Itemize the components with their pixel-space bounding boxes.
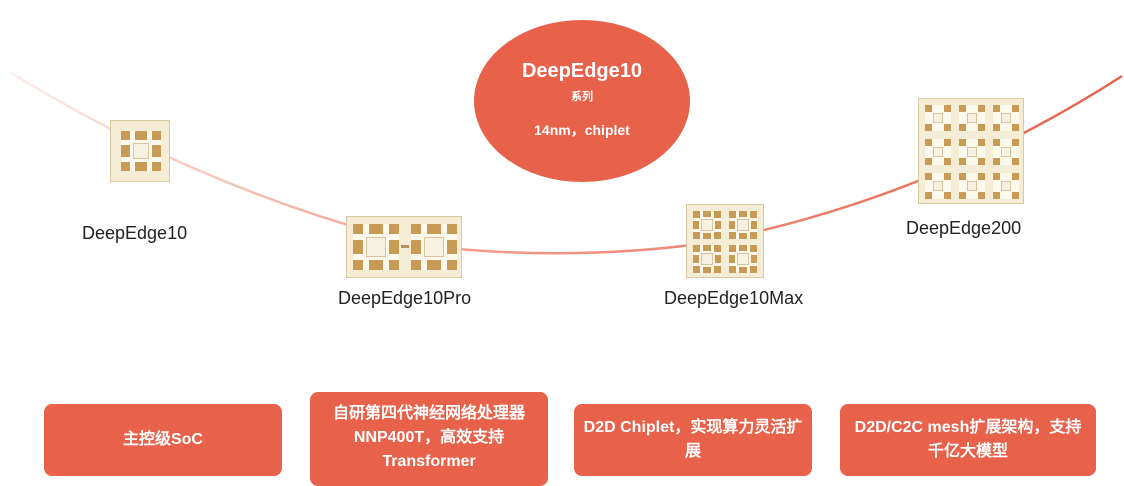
product-label-deepedge10pro: DeepEdge10Pro bbox=[338, 288, 472, 308]
feature-box-nnp: 自研第四代神经网络处理器NNP400T，高效支持Transformer bbox=[310, 392, 548, 486]
product-label-deepedge10max: DeepEdge10Max bbox=[664, 288, 804, 308]
feature-box-chiplet: D2D Chiplet，实现算力灵活扩展 bbox=[574, 404, 812, 476]
product-label-deepedge10: DeepEdge10 bbox=[82, 223, 188, 243]
series-subtitle: 系列 bbox=[571, 91, 593, 103]
feature-box-mesh: D2D/C2C mesh扩展架构，支持千亿大模型 bbox=[840, 404, 1096, 476]
chip-deepedge10-icon bbox=[110, 120, 170, 182]
series-title: DeepEdge10 bbox=[521, 60, 643, 82]
product-label-deepedge200: DeepEdge200 bbox=[906, 218, 1022, 238]
series-oval: DeepEdge10 系列 14nm，chiplet bbox=[474, 20, 690, 182]
chip-deepedge200-icon bbox=[918, 98, 1024, 204]
chip-deepedge10max-icon bbox=[686, 204, 764, 278]
chip-deepedge10pro-icon bbox=[346, 216, 462, 278]
feature-box-soc: 主控级SoC bbox=[44, 404, 282, 476]
series-spec: 14nm，chiplet bbox=[534, 122, 630, 138]
